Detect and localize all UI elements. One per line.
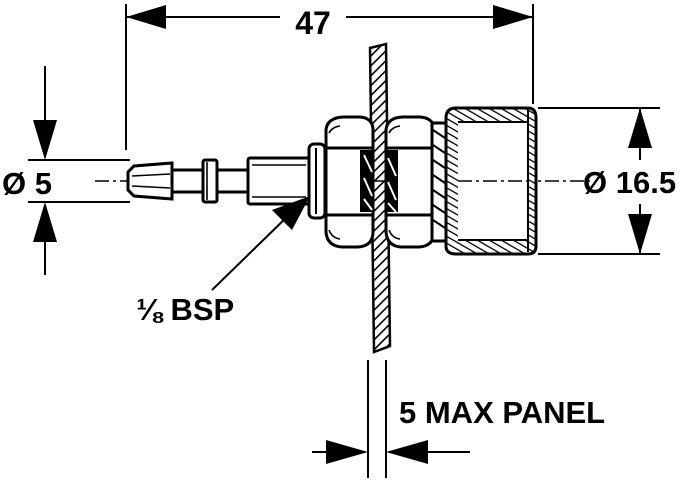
overall-length-label: 47 [295,5,331,41]
dimension-overall-length [125,4,534,150]
body-diameter-label: Ø 16.5 [583,165,676,200]
right-hex-nut [384,115,436,249]
dimension-pin-diameter [28,66,130,275]
knurled-body [444,106,538,256]
pin-diameter-label: Ø 5 [2,166,52,201]
thread-note-label: ⅛ BSP [136,292,234,327]
threaded-shank [430,121,448,243]
dimension-panel-thickness [312,360,470,478]
thread-leader [211,196,310,291]
test-pin [126,156,312,206]
left-hex-nut [324,115,375,249]
dimension-body-diameter [538,107,660,255]
panel-note-label: 5 MAX PANEL [399,395,605,430]
mounting-panel [368,42,392,354]
washer [307,142,327,220]
